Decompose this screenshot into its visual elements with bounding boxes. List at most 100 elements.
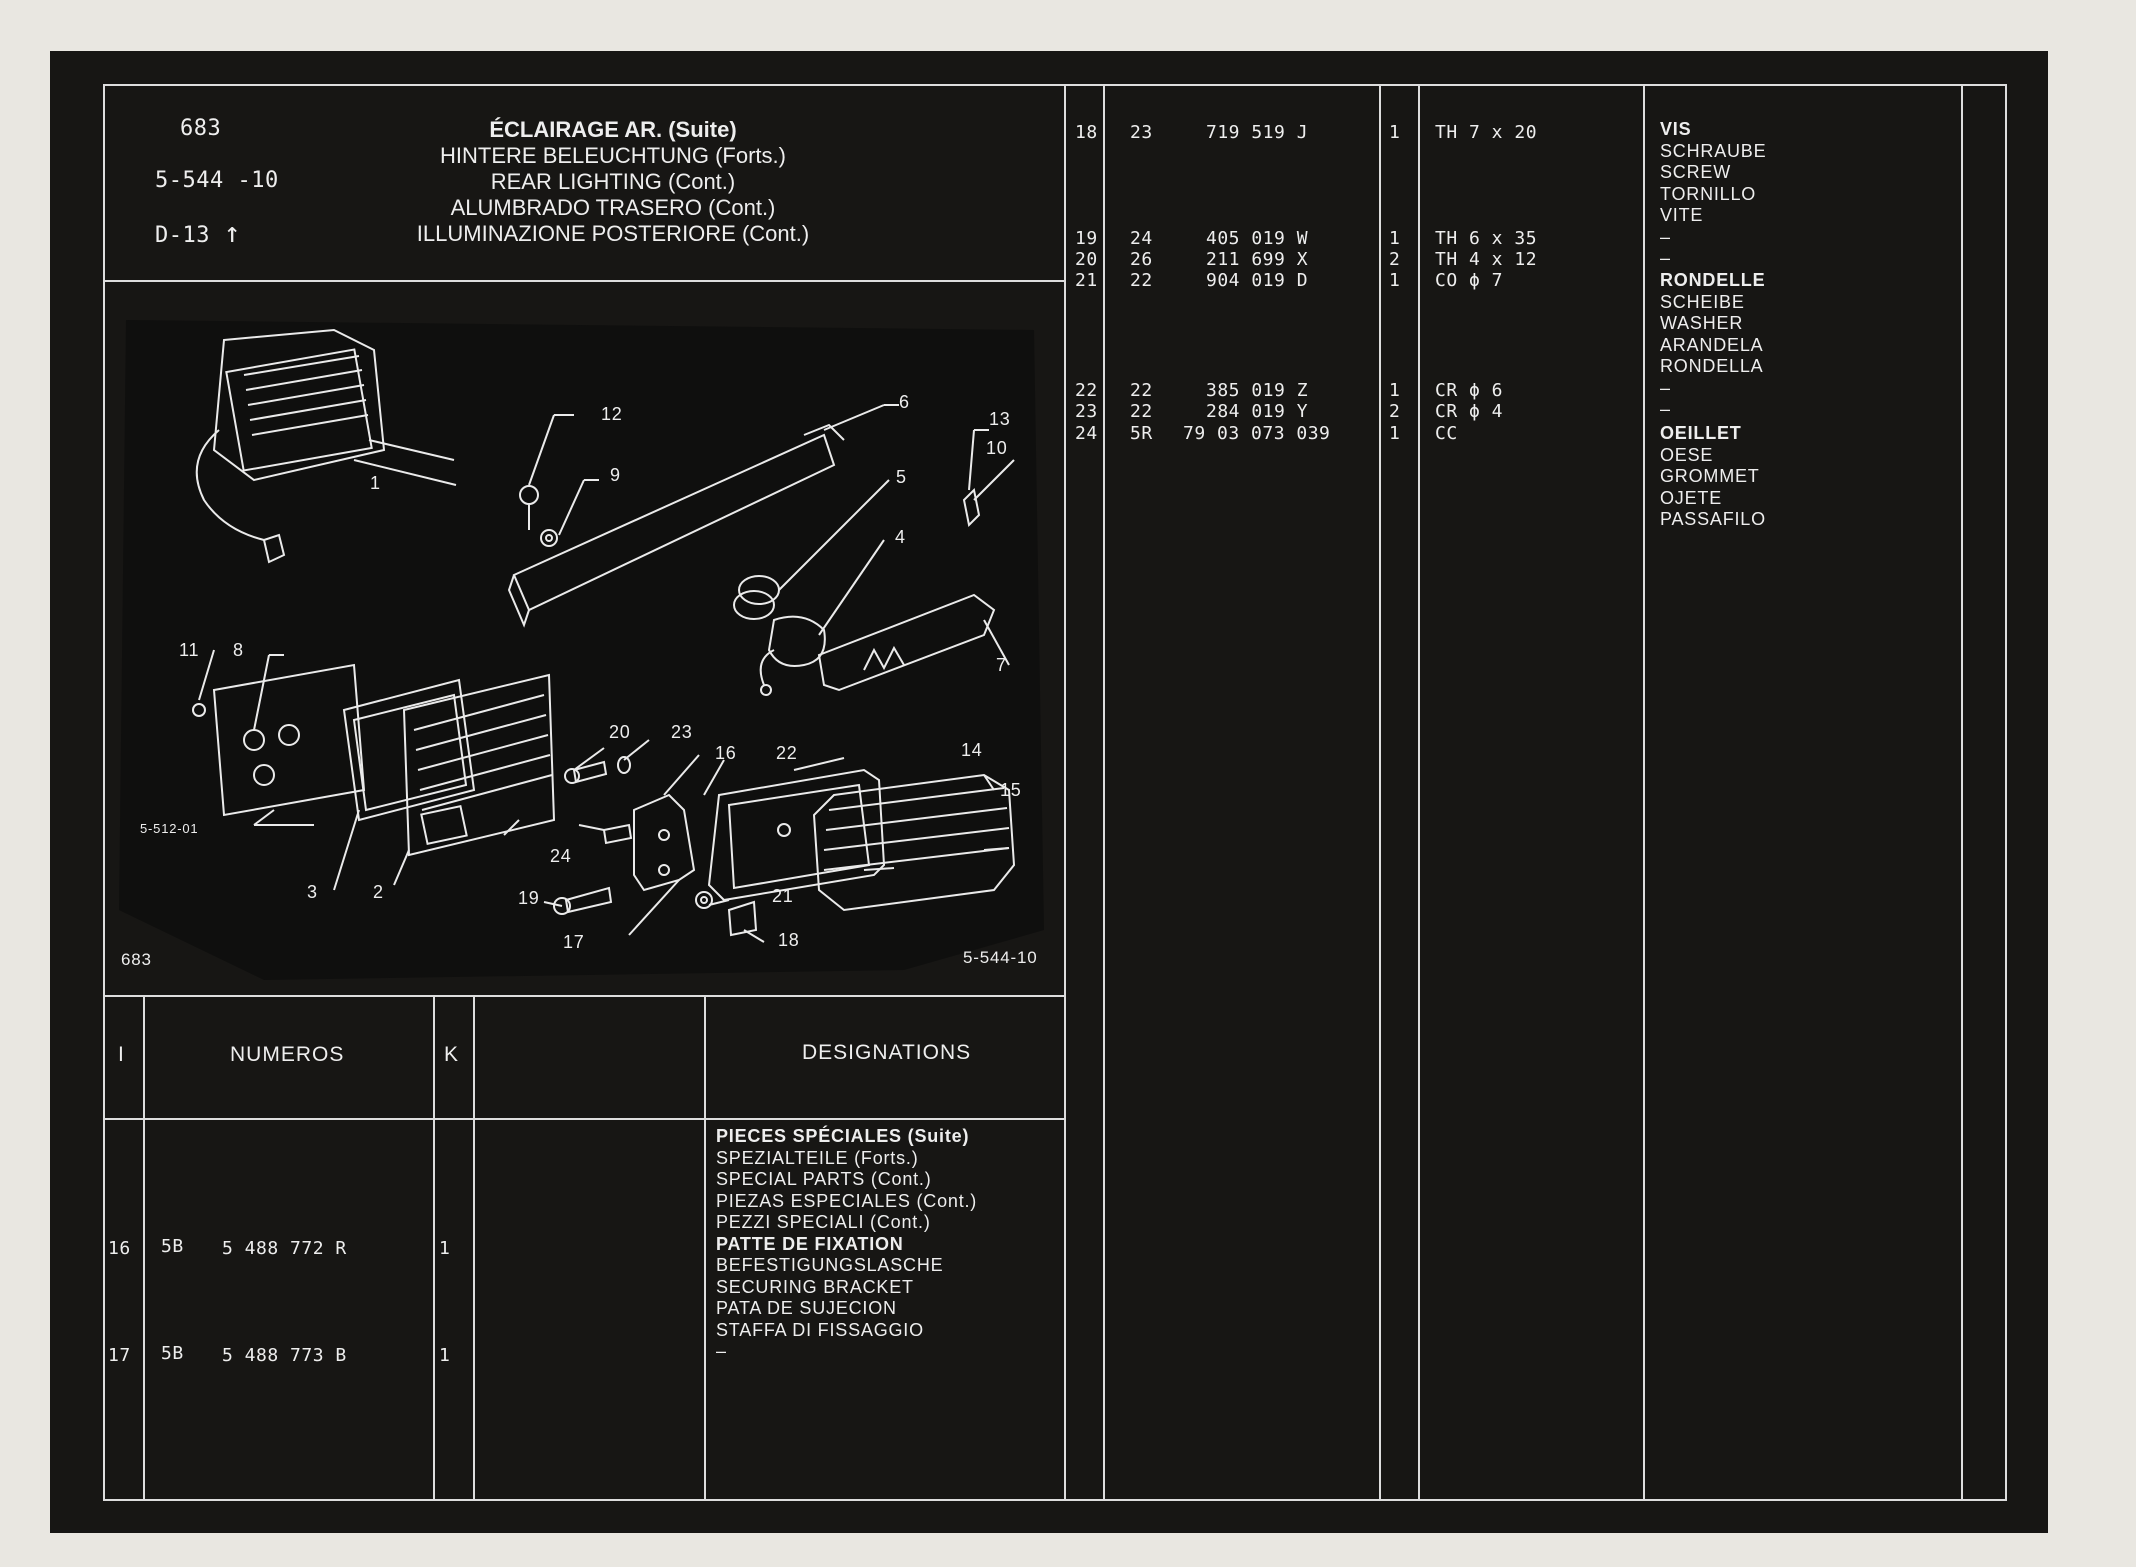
vis-en: SCREW [1660, 162, 1731, 182]
divider-right-col-c [1418, 86, 1420, 1499]
rondelle-en: WASHER [1660, 313, 1744, 333]
divider-right-col-d [1643, 86, 1645, 1499]
oeillet-fr: OEILLET [1660, 423, 1742, 443]
row-spec: CC [1435, 423, 1458, 444]
title-it: ILLUMINAZIONE POSTERIORE (Cont.) [416, 221, 810, 246]
column-header-i: I [118, 1043, 125, 1066]
title-de: HINTERE BELEUCHTUNG (Forts.) [440, 143, 786, 168]
callout-23: 23 [671, 722, 693, 742]
row-qty: 1 [1389, 270, 1401, 291]
row-prefix: 26 [1130, 249, 1153, 270]
designation-it: STAFFA DI FISSAGGIO [716, 1319, 924, 1340]
row-qty: 1 [439, 1238, 451, 1259]
divider-right-col-b [1379, 86, 1381, 1499]
row-spec: CR ϕ 6 [1435, 380, 1504, 401]
row-part-number: 5 488 772 R [222, 1238, 347, 1259]
group-heading-de: SPEZIALTEILE (Forts.) [716, 1147, 919, 1168]
row-index: 21 [1075, 270, 1098, 291]
callout-10: 10 [986, 438, 1008, 458]
callout-15: 15 [1000, 780, 1022, 800]
oeillet-en: GROMMET [1660, 466, 1760, 486]
vis-dash-2: – [1660, 248, 1671, 268]
divider-k [473, 996, 475, 1499]
row-index: 22 [1075, 380, 1098, 401]
row-part-number: 284 019 Y [1206, 401, 1309, 422]
rondelle-fr: RONDELLE [1660, 270, 1766, 290]
lamp-assembly-1 [195, 328, 455, 564]
row-part-number: 79 03 073 039 [1183, 423, 1331, 444]
designation-fr: PATTE DE FIXATION [716, 1233, 904, 1254]
callout-5: 5 [896, 467, 907, 487]
designation-oeillet: OEILLET OESE GROMMET OJETE PASSAFILO [1660, 423, 1766, 531]
header-bottom-rule [105, 280, 1065, 282]
row-prefix: 23 [1130, 122, 1153, 143]
title-fr: ÉCLAIRAGE AR. (Suite) [489, 117, 737, 142]
ref-5-512-01: 5-512-01 [140, 821, 199, 836]
vis-dash-1: – [1660, 226, 1671, 247]
oeillet-it: PASSAFILO [1660, 509, 1766, 529]
callout-18: 18 [778, 930, 800, 950]
callout-4: 4 [895, 527, 906, 547]
row-qty: 2 [1389, 401, 1401, 422]
callout-20: 20 [609, 722, 631, 742]
row-spec: CR ϕ 4 [1435, 401, 1504, 422]
callout-24: 24 [550, 846, 572, 866]
callout-19: 19 [518, 888, 540, 908]
divider-right-col-e [1961, 86, 1963, 1499]
row-prefix: 22 [1130, 270, 1153, 291]
row-prefix: 22 [1130, 380, 1153, 401]
row-index: 20 [1075, 249, 1098, 270]
row-index: 17 [108, 1345, 131, 1366]
group-heading-es: PIEZAS ESPECIALES (Cont.) [716, 1190, 978, 1211]
designation-rondelle: RONDELLE SCHEIBE WASHER ARANDELA RONDELL… [1660, 270, 1765, 421]
row-prefix: 5B [161, 1236, 184, 1257]
special-parts-heading: PIECES SPÉCIALES (Suite) SPEZIALTEILE (F… [716, 1126, 977, 1363]
callout-22: 22 [776, 743, 798, 763]
row-spec: TH 6 x 35 [1435, 228, 1538, 249]
group-heading-en: SPECIAL PARTS (Cont.) [716, 1169, 932, 1189]
callout-3: 3 [307, 882, 318, 902]
callout-14: 14 [961, 740, 983, 760]
row-prefix: 24 [1130, 228, 1153, 249]
row-spec: CO ϕ 7 [1435, 270, 1504, 291]
sub-reference-code: D-13 [155, 223, 210, 248]
callout-16: 16 [715, 743, 737, 763]
row-prefix: 22 [1130, 401, 1153, 422]
divider-right-col-a [1103, 86, 1105, 1499]
mounting-rail-6 [507, 423, 845, 628]
row-qty: 1 [1389, 380, 1401, 401]
designation-dash: – [716, 1341, 727, 1361]
divider-numeros [433, 996, 435, 1499]
row-prefix: 5R [1130, 423, 1153, 444]
row-part-number: 405 019 W [1206, 228, 1309, 249]
column-header-rule [105, 1118, 1065, 1120]
rondelle-dash-1: – [1660, 377, 1671, 398]
designation-vis: VIS SCHRAUBE SCREW TORNILLO VITE – – [1660, 119, 1766, 270]
callout-13: 13 [989, 409, 1011, 429]
row-qty: 1 [1389, 122, 1401, 143]
row-index: 16 [108, 1238, 131, 1259]
diagram-figure-label: 5-544-10 [963, 948, 1038, 967]
row-index: 23 [1075, 401, 1098, 422]
callout-17: 17 [563, 932, 585, 952]
title-es: ALUMBRADO TRASERO (Cont.) [450, 195, 776, 220]
callout-12: 12 [601, 404, 623, 424]
group-heading-fr: PIECES SPÉCIALES (Suite) [716, 1126, 970, 1146]
oeillet-es: OJETE [1660, 487, 1723, 508]
row-qty: 1 [1389, 228, 1401, 249]
divider-left-right [1064, 86, 1066, 1499]
title-en: REAR LIGHTING (Cont.) [490, 169, 736, 194]
callout-1: 1 [370, 473, 381, 493]
designation-es: PATA DE SUJECION [716, 1298, 897, 1318]
callout-9: 9 [610, 465, 621, 485]
row-qty: 1 [439, 1345, 451, 1366]
diagram-drawing [119, 320, 1044, 980]
up-arrow-icon: ↑ [223, 216, 242, 249]
page-number: 683 [180, 116, 222, 141]
lamp-housing-exploded [192, 663, 556, 857]
divider-designations [704, 996, 706, 1499]
rondelle-de: SCHEIBE [1660, 291, 1745, 312]
vis-es: TORNILLO [1660, 183, 1757, 204]
row-prefix: 5B [161, 1343, 184, 1364]
row-index: 18 [1075, 122, 1098, 143]
